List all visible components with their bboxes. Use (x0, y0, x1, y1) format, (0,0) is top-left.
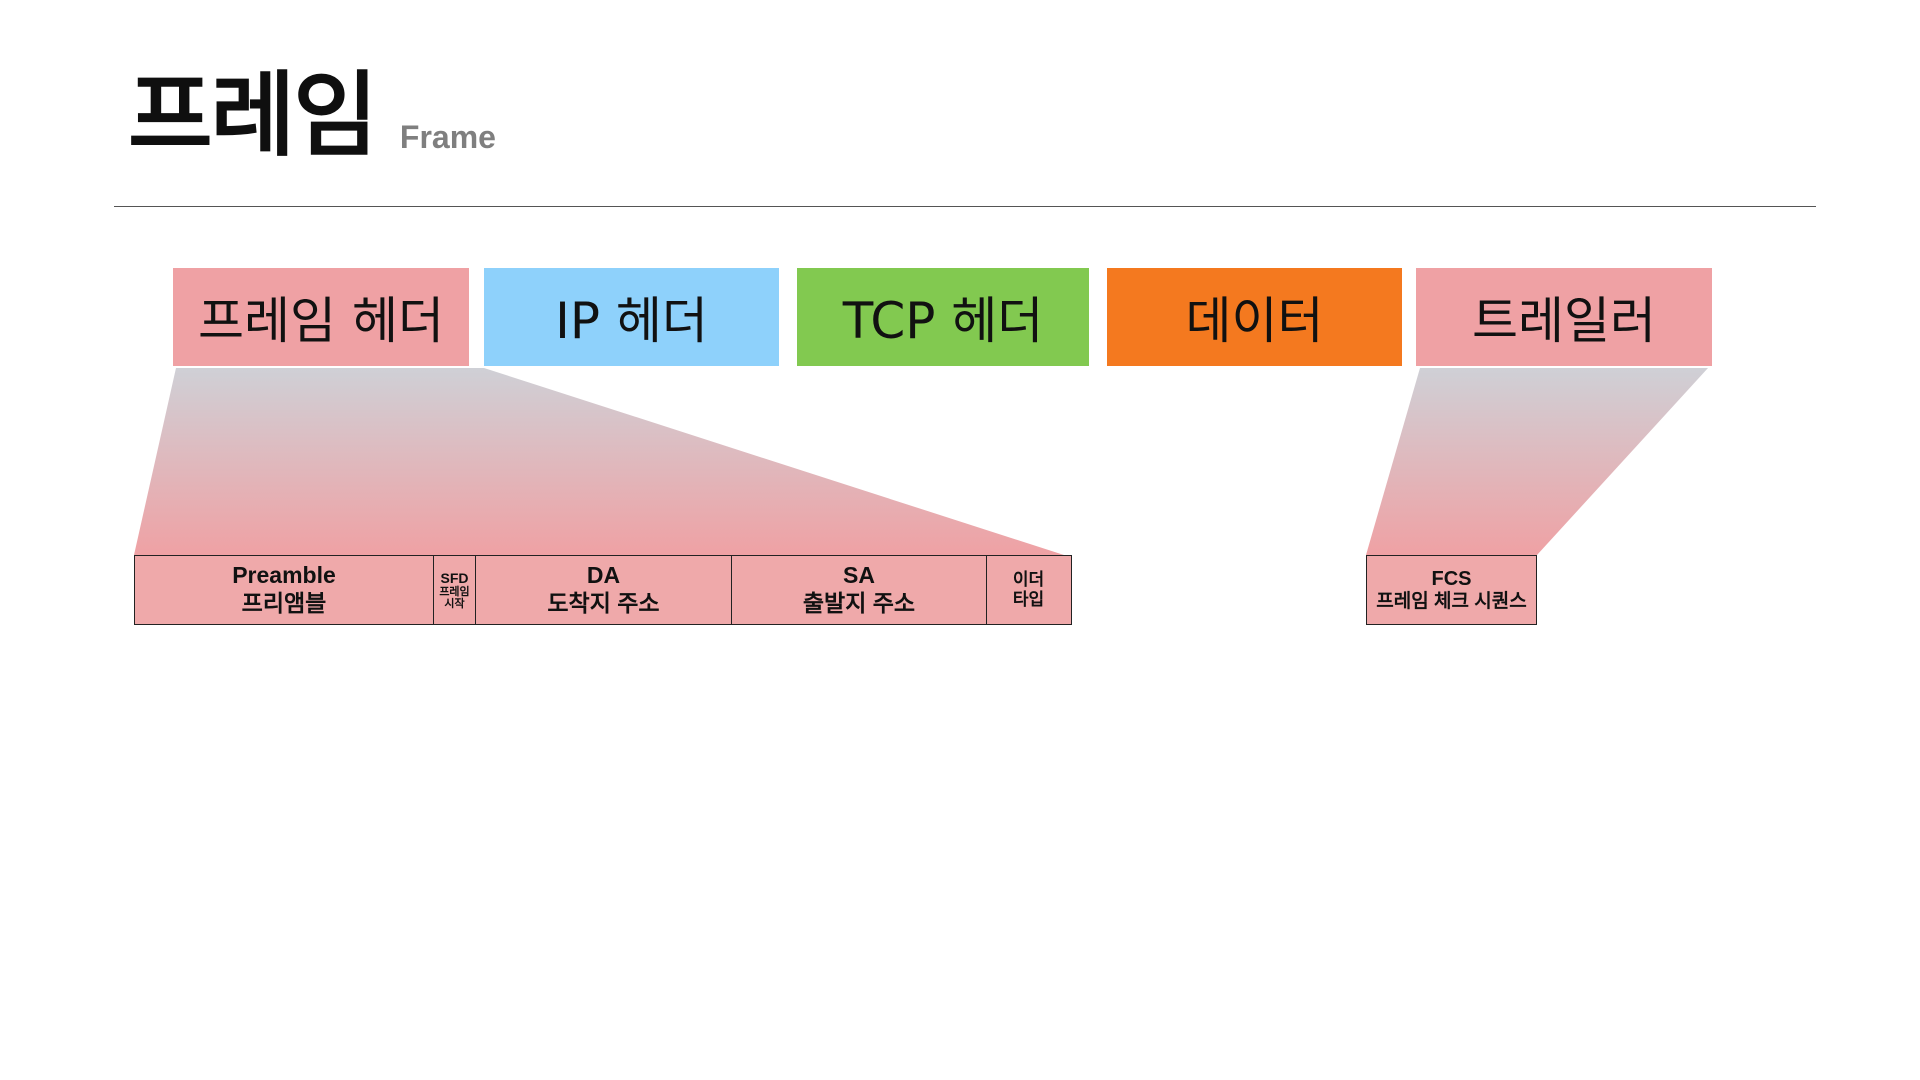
field-name: SFD (440, 569, 469, 586)
page-subtitle: Frame (399, 119, 496, 155)
field-sfd: SFD 프레임 시작 (434, 556, 476, 624)
field-name: DA (586, 562, 621, 589)
data-label: 데이터 (1185, 292, 1324, 350)
field-desc: 프레임 체크 시퀀스 (1376, 590, 1527, 612)
frame-header-block: 프레임 헤더 (173, 268, 469, 366)
field-fcs: FCS 프레임 체크 시퀀스 (1367, 556, 1536, 624)
field-desc: 도착지 주소 (547, 590, 660, 616)
data-block: 데이터 (1107, 268, 1402, 366)
frame-header-fields: Preamble 프리앰블 SFD 프레임 시작 DA 도착지 주소 SA 출발… (134, 555, 1072, 625)
field-preamble: Preamble 프리앰블 (135, 556, 434, 624)
field-desc: 프레임 시작 (439, 586, 470, 611)
frame-trailer-fields: FCS 프레임 체크 시퀀스 (1366, 555, 1537, 625)
trailer-zoom-wedge (1366, 368, 1708, 555)
frame-header-label: 프레임 헤더 (198, 292, 444, 350)
field-desc: 타입 (1012, 590, 1045, 609)
field-da: DA 도착지 주소 (476, 556, 732, 624)
tcp-header-block: TCP 헤더 (797, 268, 1089, 366)
field-ethertype: 이더 타입 (987, 556, 1070, 624)
page-title: 프레임 (128, 62, 378, 169)
ip-header-label: IP 헤더 (555, 292, 708, 350)
field-name: SA (843, 562, 875, 589)
title-row: 프레임 Frame (128, 70, 496, 162)
field-name: 이더 (1012, 569, 1045, 589)
tcp-header-label: TCP 헤더 (842, 292, 1044, 350)
trailer-label: 트레일러 (1472, 292, 1656, 350)
field-desc: 프리앰블 (241, 590, 327, 616)
field-sa: SA 출발지 주소 (732, 556, 987, 624)
field-name: Preamble (232, 562, 336, 589)
field-desc: 출발지 주소 (802, 590, 916, 616)
field-name: FCS (1431, 567, 1472, 590)
ip-header-block: IP 헤더 (484, 268, 779, 366)
header-zoom-wedge (134, 368, 1064, 555)
trailer-block: 트레일러 (1416, 268, 1712, 366)
title-divider (114, 206, 1816, 207)
